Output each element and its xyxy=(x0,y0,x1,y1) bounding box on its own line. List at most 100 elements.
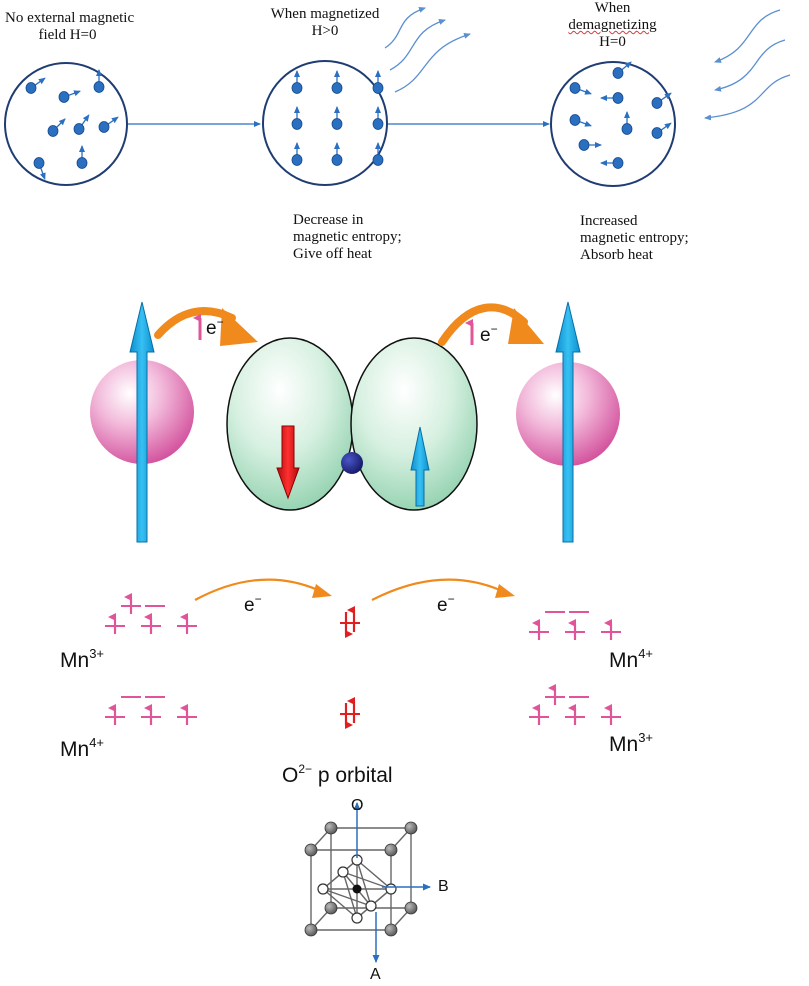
ion-label-bottom-right: Mn3+ xyxy=(609,730,653,757)
electron-label-right: e− xyxy=(480,322,498,347)
dipole-dot xyxy=(98,121,110,133)
state1-line2: field H=0 xyxy=(38,27,97,43)
ion-label-top-left: Mn3+ xyxy=(60,646,104,673)
ion-charge-bottom-left: 4+ xyxy=(89,735,105,750)
hop-symbol-left: e xyxy=(244,595,255,616)
dipole-dot xyxy=(33,157,45,169)
axis-label-a: A xyxy=(370,966,381,983)
orbital-text: p orbital xyxy=(312,764,393,787)
oxygen-atom xyxy=(351,912,363,924)
octahedron-edge xyxy=(356,859,372,907)
a-site-atom xyxy=(304,843,318,857)
a-site-atom xyxy=(384,923,398,937)
a-site-atom xyxy=(404,901,418,915)
state3-caption: When demagnetizing H=0 xyxy=(560,0,665,51)
dipole-dot xyxy=(569,82,581,94)
dipole-dot xyxy=(372,82,384,94)
note-magnetized: Decrease in magnetic entropy; Give off h… xyxy=(293,212,402,263)
ion-charge-top-right: 4+ xyxy=(638,646,654,661)
b-site-atom xyxy=(352,884,362,894)
spin-up-o-right xyxy=(410,426,430,507)
hop-label-right: e− xyxy=(437,592,455,617)
electron-symbol-right: e xyxy=(480,325,491,346)
dipole-dot xyxy=(578,139,590,151)
note3-line1: Increased xyxy=(580,213,638,229)
dipole-dot xyxy=(291,118,303,130)
ion-element-top-left: Mn xyxy=(60,649,90,672)
dipole-dot xyxy=(569,114,581,126)
ion-charge-top-left: 3+ xyxy=(89,646,105,661)
ion-element-bottom-right: Mn xyxy=(609,733,639,756)
octahedron-edge xyxy=(322,888,358,919)
ion-charge-bottom-right: 3+ xyxy=(638,730,654,745)
oxygen-atom xyxy=(317,883,329,895)
panel-d-crystal xyxy=(304,802,431,963)
dipole-dot xyxy=(331,118,343,130)
dipole-dot xyxy=(93,81,105,93)
dipole-dot xyxy=(331,82,343,94)
hop-charge-left: − xyxy=(254,592,262,606)
orbital-species: O xyxy=(282,764,299,787)
hop-arrow-right xyxy=(438,303,544,346)
dipole-dot xyxy=(73,123,85,135)
note3-line3: Absorb heat xyxy=(580,247,653,263)
oxygen-atom xyxy=(365,900,377,912)
note2-line3: Give off heat xyxy=(293,246,372,262)
note-demagnetized: Increased magnetic entropy; Absorb heat xyxy=(580,213,689,264)
dipole-dot xyxy=(372,154,384,166)
panel-a-magnetization xyxy=(4,7,791,187)
note2-line2: magnetic entropy; xyxy=(293,229,402,245)
oxygen-atom xyxy=(385,883,397,895)
electron-charge-left: − xyxy=(216,315,224,329)
state1-caption: No external magnetic field H=0 xyxy=(5,10,134,44)
oxygen-atom xyxy=(337,866,349,878)
octahedron-edge xyxy=(342,871,358,919)
hop-label-left: e− xyxy=(244,592,262,617)
state3-line1: When xyxy=(594,0,631,16)
dipole-dot xyxy=(331,154,343,166)
electron-label-left: e− xyxy=(206,315,224,340)
dipole-dot xyxy=(76,157,88,169)
panel-b-double-exchange xyxy=(90,301,620,543)
axis-label-b: B xyxy=(438,878,449,895)
a-site-atom xyxy=(324,821,338,835)
ion-label-top-right: Mn4+ xyxy=(609,646,653,673)
hop-arrow-c-right xyxy=(371,578,515,601)
spin-up-right-mn xyxy=(555,301,581,543)
ion-element-top-right: Mn xyxy=(609,649,639,672)
panel-c-energy-levels xyxy=(105,578,621,729)
state-circle-demagnetized xyxy=(550,61,676,187)
a-site-atom xyxy=(404,821,418,835)
a-site-atom xyxy=(304,923,318,937)
dipole-dot xyxy=(58,91,70,103)
perovskite-cell xyxy=(304,821,418,937)
orbital-charge: 2− xyxy=(298,762,313,776)
dipole-dot xyxy=(612,157,624,169)
note3-line2: magnetic entropy; xyxy=(580,230,689,246)
spin-up-left-mn xyxy=(129,301,155,543)
hop-arrow-left xyxy=(154,307,258,346)
oxygen-nucleus xyxy=(341,452,363,474)
state-circle-magnetized xyxy=(262,60,388,186)
dipole-dot xyxy=(651,97,663,109)
octahedron-edge xyxy=(322,888,372,907)
state-circle-unmagnetized xyxy=(4,62,128,186)
hop-arrow-c-left xyxy=(194,578,332,601)
dipole-dot xyxy=(291,82,303,94)
energy-levels xyxy=(105,593,621,729)
field-lines-incoming xyxy=(704,9,791,121)
dipole-dot xyxy=(621,123,633,135)
spin-down-o-left xyxy=(276,425,300,500)
axis-label-o: O xyxy=(351,797,364,814)
state2-line1: When magnetized xyxy=(270,6,380,22)
dipole-dot xyxy=(25,82,37,94)
dipole-dot xyxy=(651,127,663,139)
hop-charge-right: − xyxy=(447,592,455,606)
state2-line2: H>0 xyxy=(311,23,339,39)
field-lines-outgoing xyxy=(384,7,471,93)
octahedron-edge xyxy=(342,871,392,890)
dipole-dot xyxy=(612,92,624,104)
electron-charge-right: − xyxy=(490,322,498,336)
note2-line1: Decrease in xyxy=(293,212,364,228)
